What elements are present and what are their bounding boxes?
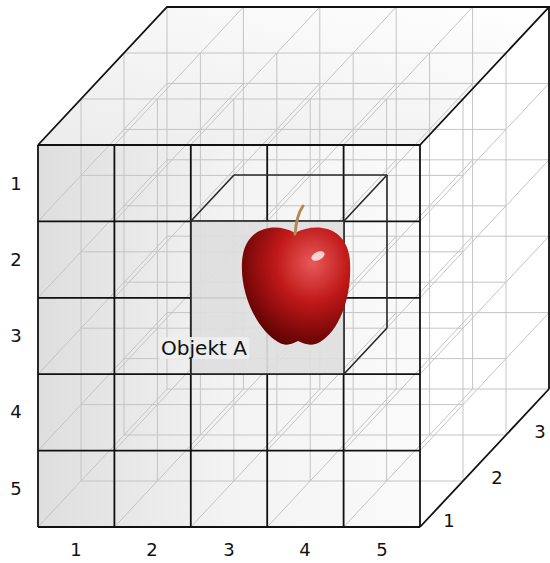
cube-outline — [38, 7, 549, 527]
front-face — [38, 145, 420, 527]
column-number: 4 — [299, 540, 310, 560]
grid-line — [344, 83, 473, 221]
row-number: 4 — [10, 402, 21, 422]
grid-line — [38, 389, 167, 527]
grid-line — [429, 53, 430, 435]
grid-line — [38, 83, 167, 221]
grid-line — [114, 7, 243, 145]
grid-line — [420, 236, 549, 374]
grid-line — [344, 160, 473, 298]
column-number: 3 — [223, 540, 234, 560]
column-number: 2 — [146, 540, 157, 560]
grid-line — [38, 313, 167, 451]
grid-line — [81, 481, 463, 482]
grid-line — [38, 160, 167, 298]
grid-line — [344, 389, 473, 527]
grid-line — [472, 7, 473, 389]
grid-line — [344, 236, 473, 374]
grid-line — [81, 404, 463, 405]
grid-line — [344, 7, 473, 145]
front-grid-line — [114, 145, 116, 527]
front-grid-line — [37, 145, 39, 527]
depth-number: 2 — [491, 468, 502, 488]
grid-line — [191, 389, 320, 527]
grid-line — [81, 99, 82, 481]
grid-line — [38, 236, 167, 374]
depth-number: 1 — [443, 511, 454, 531]
front-grid-lines — [38, 145, 420, 527]
grid-line — [549, 7, 550, 389]
grid-line — [420, 83, 549, 221]
grid-line — [114, 83, 243, 221]
grid-line — [420, 313, 549, 451]
grid-line — [124, 129, 506, 130]
row-number: 5 — [10, 479, 21, 499]
grid-line — [114, 389, 243, 527]
grid-line — [420, 389, 549, 527]
grid-line — [81, 175, 463, 176]
grid-line — [396, 7, 397, 389]
grid-line — [353, 53, 354, 435]
grid-lines — [38, 7, 549, 527]
column-number: 5 — [376, 540, 387, 560]
grid-line — [267, 7, 396, 145]
grid-line — [124, 205, 506, 206]
grid-line — [420, 160, 549, 298]
row-number: 3 — [10, 326, 21, 346]
depth-number: 3 — [534, 422, 545, 442]
grid-line — [81, 99, 463, 100]
grid-line — [191, 7, 320, 145]
grid-line — [124, 53, 125, 435]
front-grid-line — [38, 526, 420, 528]
front-grid-line — [38, 144, 420, 146]
grid-line — [386, 99, 387, 481]
apple — [242, 206, 350, 345]
grid-line — [167, 83, 549, 84]
grid-line — [463, 99, 464, 481]
grid-line — [167, 7, 168, 389]
row-number: 2 — [10, 250, 21, 270]
grid-line — [267, 83, 396, 221]
front-grid-line — [38, 450, 420, 452]
grid-line — [191, 83, 320, 221]
grid-line — [167, 159, 549, 160]
grid-line — [344, 313, 473, 451]
grid-line — [167, 389, 549, 390]
grid-line — [124, 435, 506, 436]
grid-line — [124, 53, 506, 54]
row-number: 1 — [10, 174, 21, 194]
grid-line — [506, 53, 507, 435]
grid-line — [157, 99, 158, 481]
front-grid-line — [419, 145, 421, 527]
grid-line — [267, 389, 396, 527]
object-label: Objekt A — [159, 337, 249, 359]
column-number: 1 — [70, 540, 81, 560]
